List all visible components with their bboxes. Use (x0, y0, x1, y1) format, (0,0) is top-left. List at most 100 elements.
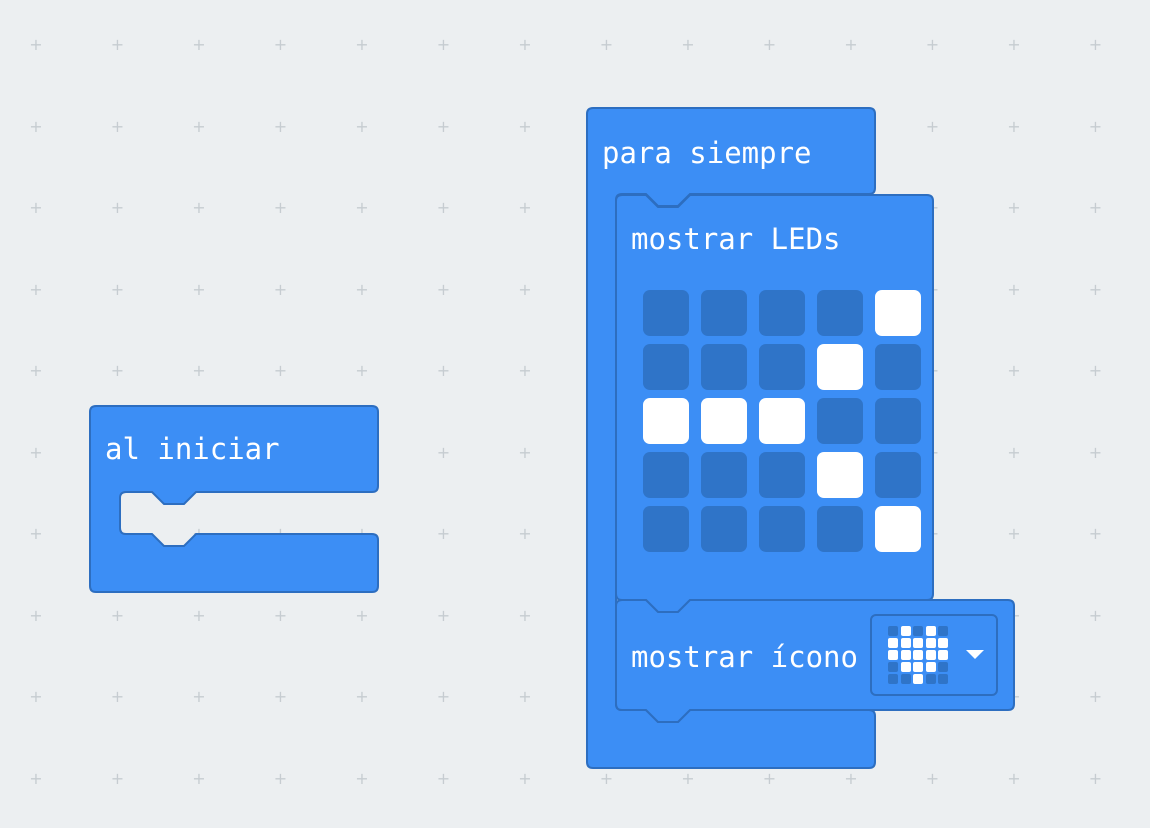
grid-plus-mark: + (518, 687, 532, 706)
led-cell[interactable] (875, 290, 921, 336)
grid-plus-mark: + (844, 768, 858, 788)
grid-plus-mark: + (518, 361, 532, 380)
grid-plus-mark: + (29, 361, 43, 380)
grid-plus-mark: + (1007, 279, 1021, 299)
led-cell[interactable] (875, 398, 921, 444)
led-cell[interactable] (759, 344, 805, 390)
grid-plus-mark: + (110, 605, 125, 625)
grid-plus-mark: + (1007, 524, 1021, 543)
grid-plus-mark: + (1007, 768, 1021, 788)
grid-plus-mark: + (1088, 198, 1103, 217)
grid-plus-mark: + (192, 605, 206, 625)
led-cell[interactable] (759, 452, 805, 498)
grid-plus-mark: + (355, 605, 369, 625)
icon-pixel (913, 662, 923, 672)
grid-plus-mark: + (762, 35, 777, 54)
led-cell[interactable] (817, 452, 863, 498)
grid-plus-mark: + (925, 768, 940, 788)
forever-label: para siempre (602, 136, 812, 170)
grid-plus-mark: + (110, 198, 125, 217)
grid-plus-mark: + (29, 524, 43, 543)
grid-plus-mark: + (110, 279, 125, 299)
grid-plus-mark: + (1088, 116, 1103, 136)
grid-plus-mark: + (1088, 361, 1103, 380)
grid-plus-mark: + (1088, 768, 1103, 788)
icon-pixel (938, 650, 948, 660)
grid-plus-mark: + (1007, 116, 1021, 136)
grid-plus-mark: + (110, 687, 125, 706)
grid-plus-mark: + (1088, 524, 1103, 543)
icon-pixel (888, 626, 898, 636)
led-cell[interactable] (817, 398, 863, 444)
grid-plus-mark: + (1007, 198, 1021, 217)
grid-plus-mark: + (1007, 35, 1021, 54)
grid-plus-mark: + (518, 116, 532, 136)
grid-plus-mark: + (192, 116, 206, 136)
led-cell[interactable] (875, 344, 921, 390)
led-cell[interactable] (759, 290, 805, 336)
grid-plus-mark: + (29, 442, 43, 462)
led-cell[interactable] (701, 506, 747, 552)
led-cell[interactable] (817, 344, 863, 390)
grid-plus-mark: + (110, 116, 125, 136)
led-cell[interactable] (759, 398, 805, 444)
grid-plus-mark: + (192, 279, 206, 299)
grid-plus-mark: + (436, 442, 451, 462)
grid-plus-mark: + (110, 768, 125, 788)
grid-plus-mark: + (1088, 687, 1103, 706)
grid-plus-mark: + (355, 687, 369, 706)
grid-plus-mark: + (355, 198, 369, 217)
led-cell[interactable] (701, 344, 747, 390)
led-cell[interactable] (643, 506, 689, 552)
led-cell[interactable] (643, 398, 689, 444)
icon-pixel (925, 650, 936, 660)
grid-plus-mark: + (518, 442, 532, 462)
led-cell[interactable] (875, 452, 921, 498)
grid-plus-mark: + (436, 198, 451, 217)
grid-plus-mark: + (273, 687, 288, 706)
led-cell[interactable] (701, 398, 747, 444)
grid-plus-mark: + (29, 605, 43, 625)
grid-plus-mark: + (355, 768, 369, 788)
grid-plus-mark: + (518, 198, 532, 217)
led-cell[interactable] (759, 506, 805, 552)
grid-plus-mark: + (599, 35, 614, 54)
icon-pixel (900, 650, 911, 660)
grid-plus-mark: + (436, 605, 451, 625)
icon-pixel (938, 662, 948, 672)
grid-plus-mark: + (436, 35, 451, 54)
grid-plus-mark: + (436, 687, 451, 706)
icon-dropdown[interactable] (870, 614, 998, 696)
on-start-label: al iniciar (105, 432, 280, 466)
icon-pixel (888, 638, 898, 648)
grid-plus-mark: + (844, 35, 858, 54)
icon-pixel (888, 650, 898, 660)
led-cell[interactable] (875, 506, 921, 552)
grid-plus-mark: + (355, 279, 369, 299)
led-cell[interactable] (643, 452, 689, 498)
grid-plus-mark: + (925, 35, 940, 54)
led-cell[interactable] (817, 290, 863, 336)
led-cell[interactable] (817, 506, 863, 552)
grid-plus-mark: + (436, 361, 451, 380)
grid-plus-mark: + (110, 35, 125, 54)
grid-plus-mark: + (1088, 279, 1103, 299)
grid-plus-mark: + (29, 198, 43, 217)
icon-pixel (925, 638, 936, 648)
grid-plus-mark: + (110, 361, 125, 380)
on-start-block[interactable] (89, 405, 379, 593)
icon-pixel (913, 650, 923, 660)
grid-plus-mark: + (273, 768, 288, 788)
icon-pixel (900, 638, 911, 648)
led-cell[interactable] (643, 344, 689, 390)
led-cell[interactable] (701, 452, 747, 498)
grid-plus-mark: + (273, 35, 288, 54)
grid-plus-mark: + (192, 35, 206, 54)
grid-plus-mark: + (436, 279, 451, 299)
led-cell[interactable] (701, 290, 747, 336)
led-cell[interactable] (643, 290, 689, 336)
grid-plus-mark: + (29, 687, 43, 706)
grid-plus-mark: + (681, 35, 695, 54)
